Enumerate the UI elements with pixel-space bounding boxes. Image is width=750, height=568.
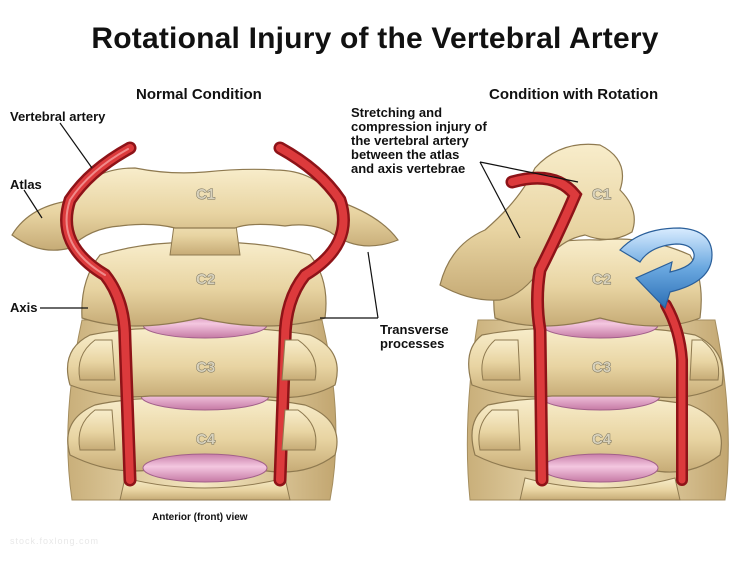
rotated-spine: C1 C2 C3 C4 [439,143,729,501]
label-transverse-1: Transverse [380,322,449,337]
label-transverse-2: processes [380,336,445,351]
label-c1: C1 [592,186,611,203]
label-injury-1: Stretching and [351,105,443,120]
label-c1: C1 [196,186,215,203]
normal-spine: C1 C2 C3 C4 [11,141,399,501]
view-caption: Anterior (front) view [152,512,248,523]
heading-rotation: Condition with Rotation [489,86,659,103]
label-c2: C2 [592,271,611,288]
label-injury-5: and axis vertebrae [351,161,466,176]
disc [541,453,659,483]
leader-lines [23,122,579,319]
heading-normal: Normal Condition [136,86,262,103]
label-injury-4: between the atlas [351,147,460,162]
label-axis: Axis [10,300,38,315]
label-injury-3: the vertebral artery [351,133,469,148]
label-injury-2: compression injury of [351,119,487,134]
label-atlas: Atlas [10,177,42,192]
label-vertebral-artery: Vertebral artery [10,109,106,124]
label-c3: C3 [592,359,611,376]
watermark: stock.foxlong.com [10,536,100,546]
vertebra-c1 [439,143,635,301]
label-c2: C2 [196,271,215,288]
label-c4: C4 [196,431,216,448]
rotation-arrow-icon [619,227,713,310]
vertebral-arteries [505,171,688,487]
figure-title: Rotational Injury of the Vertebral Arter… [91,22,659,55]
label-c4: C4 [592,431,612,448]
label-c3: C3 [196,359,215,376]
disc [142,453,268,483]
vertebral-arteries [60,141,350,487]
vertebra-c1 [11,167,399,251]
